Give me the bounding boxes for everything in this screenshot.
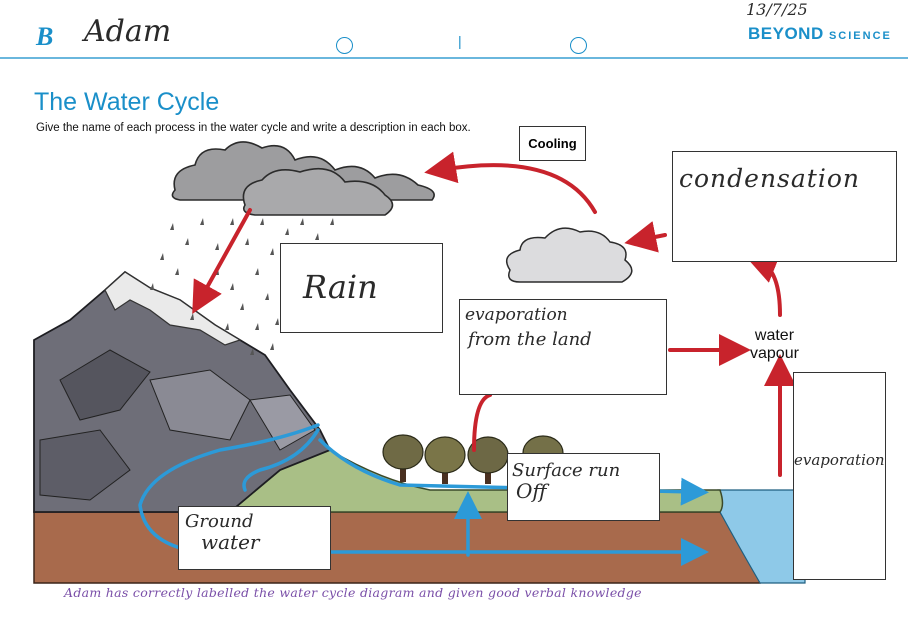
rain-arrow <box>192 208 252 314</box>
condensation-arrow <box>624 221 667 253</box>
brand-name: BEYOND SCIENCE <box>748 24 892 44</box>
land-evaporation-answer-line1: evaporation <box>465 305 568 325</box>
rain-answer: Rain <box>303 268 378 306</box>
condensation-answer: condensation <box>679 164 860 193</box>
sea <box>717 489 806 584</box>
water-vapour-line1: water <box>754 327 795 344</box>
cooling-label: Cooling <box>528 136 577 151</box>
brand-sub: SCIENCE <box>828 30 892 42</box>
land-rise-arrow <box>472 393 492 452</box>
land-evaporation-answer-line2: from the land <box>468 329 592 350</box>
condensation-answer-box[interactable]: condensation <box>672 151 897 262</box>
cooling-arrow <box>424 151 597 214</box>
groundwater-answer-line1: Ground <box>185 511 254 532</box>
blue-arrows <box>138 423 709 566</box>
rain-cloud <box>171 141 435 216</box>
cooling-cloud <box>505 227 633 283</box>
sea-evaporation-answer: evaporation <box>794 451 885 469</box>
mountain <box>33 270 332 513</box>
water-vapour-line2: vapour <box>750 345 799 362</box>
page-title: The Water Cycle <box>34 88 220 116</box>
rain-answer-box[interactable]: Rain <box>280 243 443 333</box>
header-divider: | <box>458 33 462 49</box>
brand-main: BEYOND <box>748 24 824 43</box>
cooling-label-box: Cooling <box>519 126 586 161</box>
date: 13/7/25 <box>746 0 808 19</box>
student-name: Adam <box>84 14 172 49</box>
header-rule <box>0 57 908 59</box>
sea-evaporation-answer-box[interactable]: evaporation <box>793 372 886 580</box>
water-vapour-label: water vapour <box>750 327 799 363</box>
red-arrows <box>192 151 796 477</box>
groundwater-answer-box[interactable]: Ground water <box>178 506 331 570</box>
surface-runoff-answer-line2: Off <box>516 479 547 503</box>
soil-layer <box>33 511 761 584</box>
brand-logo-b: B <box>36 22 54 51</box>
mountain-runoff-arrow <box>138 423 709 566</box>
circle-marker-right <box>570 37 587 54</box>
surface-runoff-arrow <box>318 438 709 506</box>
circle-marker-left <box>336 37 353 54</box>
surface-runoff-answer-box[interactable]: Surface run Off <box>507 453 660 521</box>
slope-runoff-arrow <box>242 428 320 492</box>
surface-runoff-answer-line1: Surface run <box>512 460 621 481</box>
instructions: Give the name of each process in the wat… <box>36 122 471 134</box>
groundwater-answer-line2: water <box>201 530 260 554</box>
land-evaporation-answer-box[interactable]: evaporation from the land <box>459 299 667 395</box>
teacher-feedback: Adam has correctly labelled the water cy… <box>64 585 642 600</box>
vapour-rise-arrow <box>745 253 782 317</box>
